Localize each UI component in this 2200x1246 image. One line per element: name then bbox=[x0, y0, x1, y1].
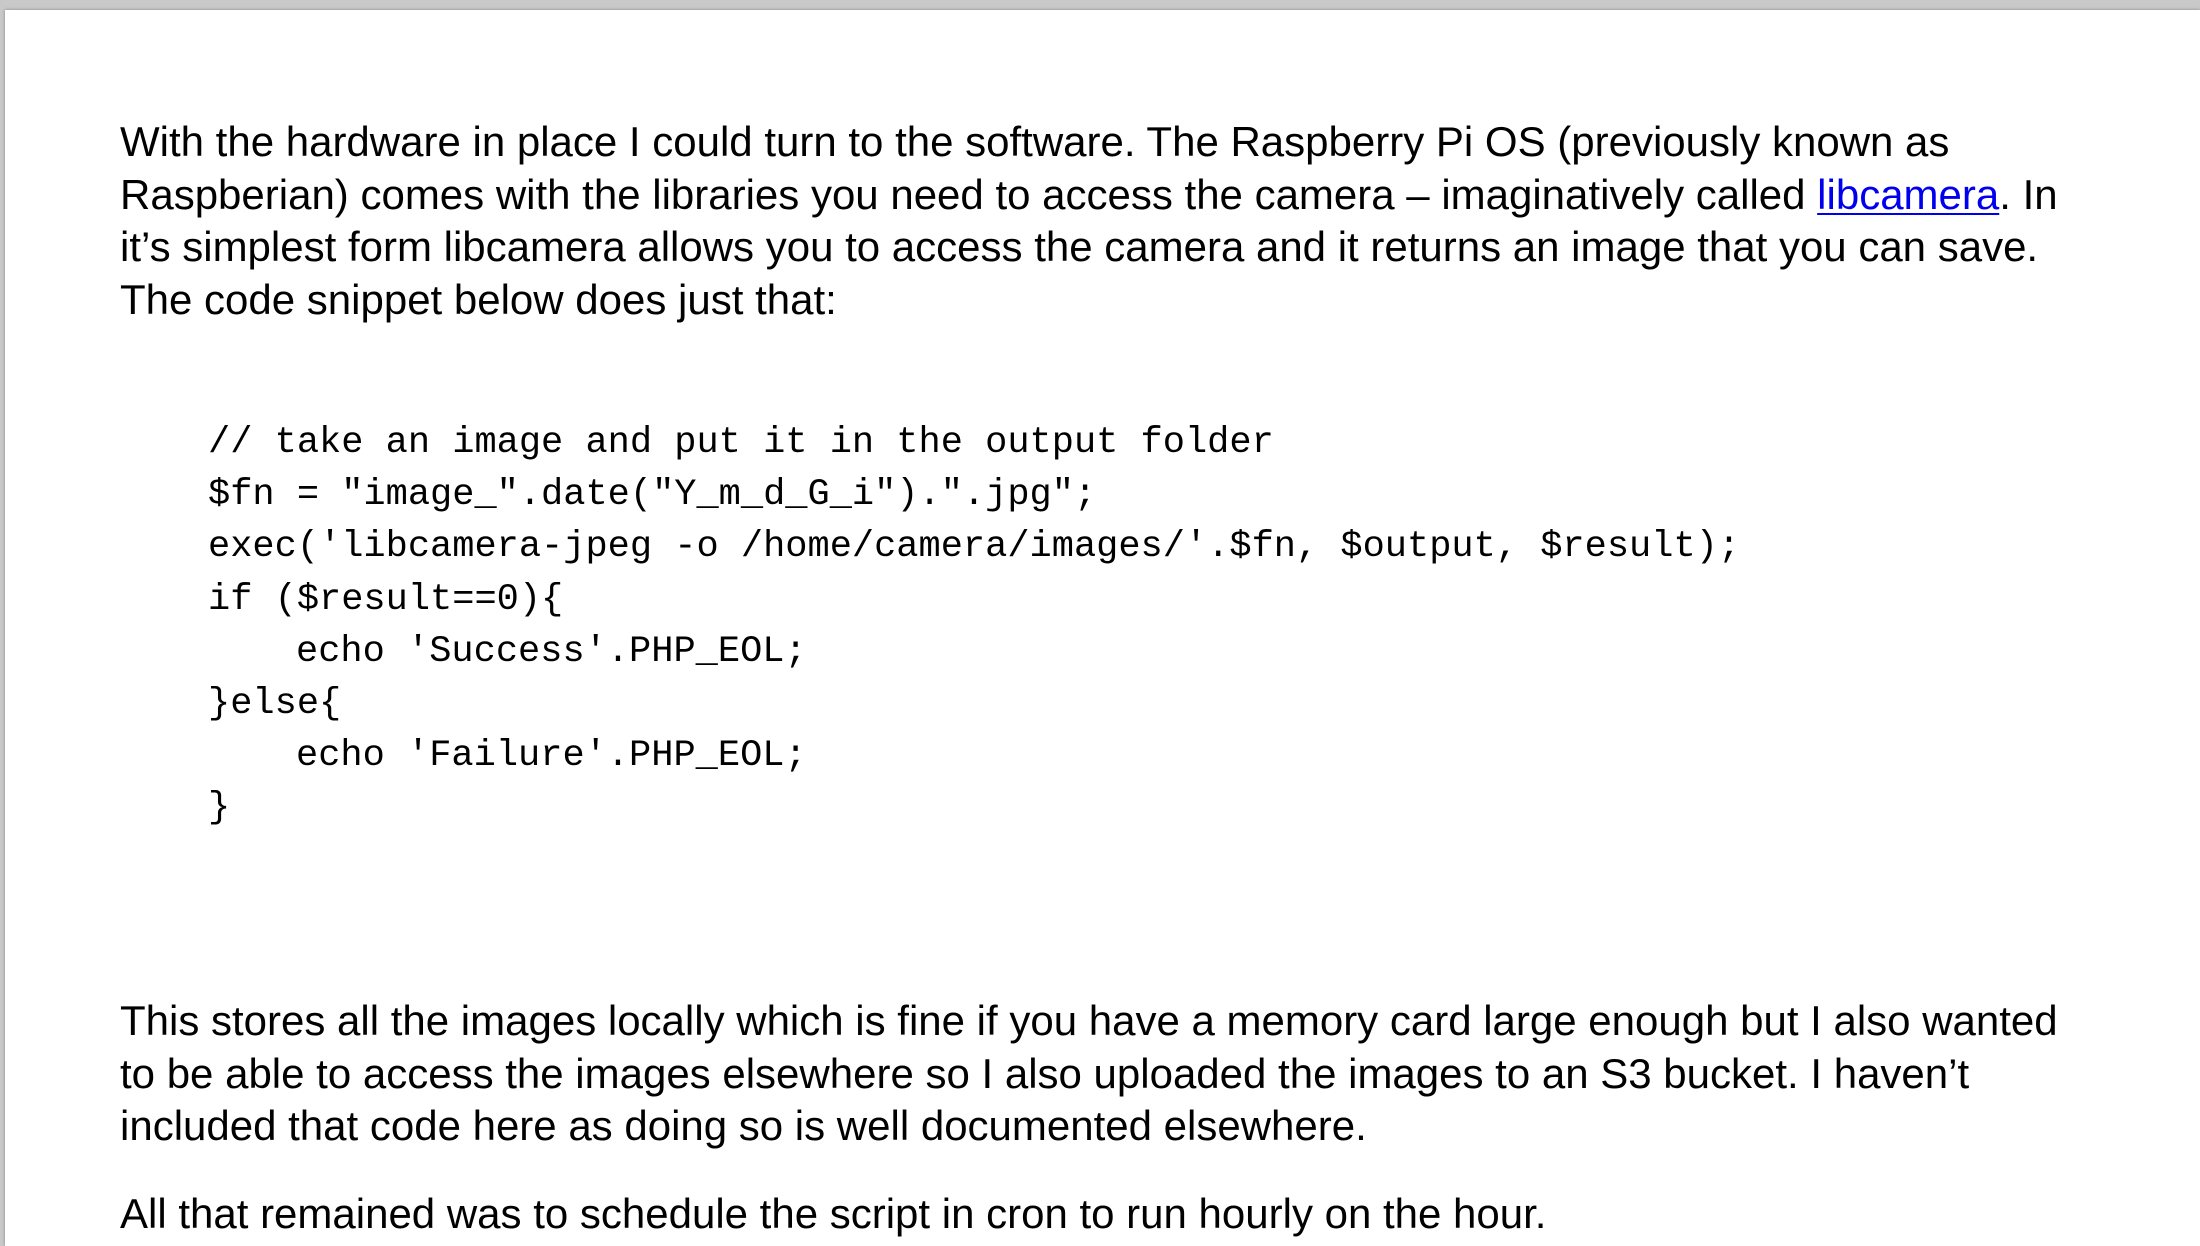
code-line-close-brace: } bbox=[208, 787, 231, 830]
code-line-filename: $fn = "image_".date("Y_m_d_G_i").".jpg"; bbox=[208, 474, 1097, 517]
code-line-if: if ($result==0){ bbox=[208, 578, 564, 621]
libcamera-link[interactable]: libcamera bbox=[1817, 170, 2000, 218]
code-line-echo-failure: echo 'Failure'.PHP_EOL; bbox=[296, 735, 807, 778]
storage-paragraph: This stores all the images locally which… bbox=[120, 997, 2058, 1149]
intro-paragraph: With the hardware in place I could turn … bbox=[120, 116, 2095, 326]
intro-text-start: With the hardware in place I could turn … bbox=[120, 118, 1950, 218]
code-line-exec: exec('libcamera-jpeg -o /home/camera/ima… bbox=[208, 526, 1741, 569]
document-page: With the hardware in place I could turn … bbox=[5, 10, 2200, 1246]
cron-paragraph: All that remained was to schedule the sc… bbox=[120, 1190, 1547, 1237]
intro-text-end: . In it’s simplest form libcamera allows… bbox=[120, 170, 2058, 323]
code-line-comment: // take an image and put it in the outpu… bbox=[208, 422, 1274, 464]
code-line-echo-success: echo 'Success'.PHP_EOL; bbox=[296, 630, 807, 673]
code-snippet: // take an image and put it in the outpu… bbox=[208, 417, 1740, 835]
code-line-else: }else{ bbox=[208, 683, 342, 726]
